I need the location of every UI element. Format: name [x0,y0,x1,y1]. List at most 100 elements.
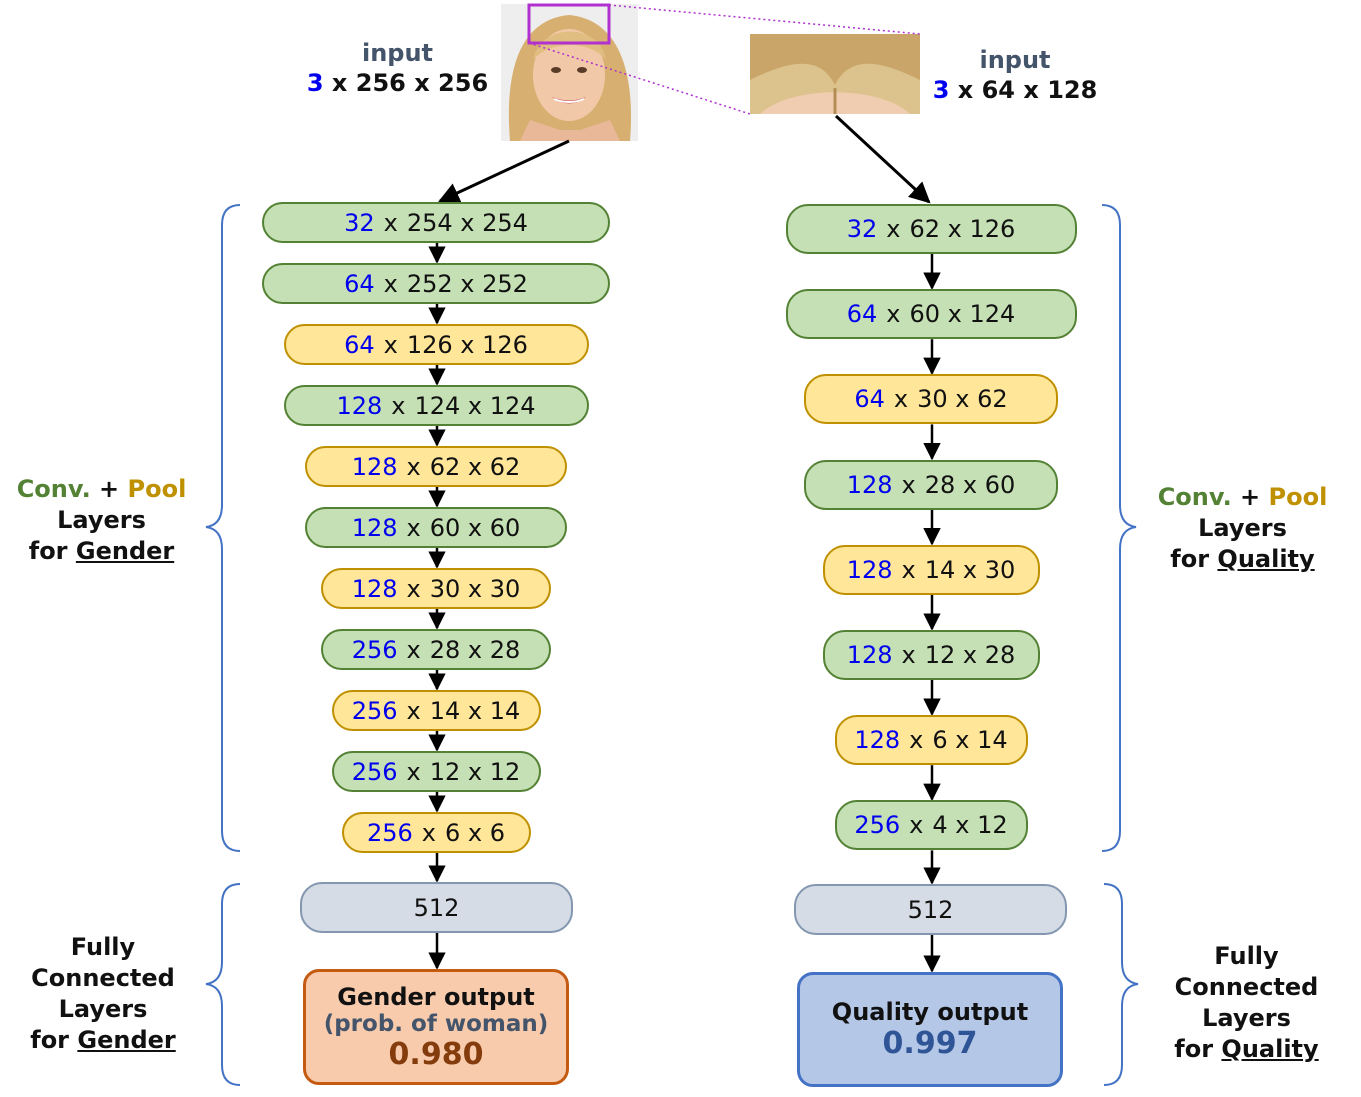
face-photo [501,4,638,141]
gender-output-subtitle: (prob. of woman) [323,1010,549,1037]
gender-layer-spatial: 62 x 62 [429,452,521,481]
quality-layer-spatial: 4 x 12 [932,811,1008,840]
quality-layer-spatial: 30 x 62 [917,385,1008,414]
gender-layer-spatial: 30 x 30 [429,574,521,603]
quality-output-box: Quality output 0.997 [797,972,1063,1087]
gender-layer-spatial: 60 x 60 [429,513,521,542]
quality-layer-spatial: 62 x 126 [909,215,1016,243]
gender-layer-spatial: 28 x 28 [429,635,521,664]
crop-projection-bottom [528,42,751,115]
quality-fc-label: Fully Connected Layers for Quality [1144,941,1349,1065]
gender-fc-brace [205,883,241,1086]
gender-fc-layer: 512 [300,882,573,933]
gender-layer-channels: 256 [351,757,398,786]
quality-pool-layer-3: 64 x 30 x 62 [804,374,1058,425]
gender-layer-times: x [406,635,421,664]
gender-output-box: Gender output (prob. of woman) 0.980 [303,969,569,1085]
gender-conv-label: Conv. + Pool Layers for Gender [0,474,203,567]
quality-layer-channels: 64 [846,300,878,329]
quality-input-x: x [957,76,982,104]
gender-input-word: input [361,39,434,67]
gender-fc-line2: Layers [58,995,148,1023]
quality-layer-channels: 128 [846,641,893,669]
quality-input-arrow [834,114,931,204]
quality-fc-target: Quality [1221,1035,1319,1063]
quality-for-word: for [1170,545,1210,573]
gender-output-value: 0.980 [388,1036,484,1072]
gender-for-word: for [28,537,68,565]
gender-pool-word: Pool [127,475,187,503]
quality-output-value: 0.997 [882,1026,978,1061]
gender-layer-times: x [383,330,398,359]
quality-input-label: input 3 x 64 x 128 [930,45,1100,105]
quality-layer-spatial: 60 x 124 [909,300,1016,329]
quality-layer-times: x [901,641,916,669]
gender-layer-channels: 128 [336,391,383,420]
gender-conv-layer-1: 32 x 254 x 254 [262,202,610,243]
gender-target-word: Gender [75,537,175,565]
gender-layer-times: x [383,208,398,237]
gender-conv-brace [205,204,241,852]
quality-layer-times: x [886,300,901,329]
gender-layer-channels: 128 [351,574,398,603]
quality-layer-channels: 128 [854,726,901,755]
quality-conv-word: Conv. [1157,483,1232,511]
gender-input-arrow [438,139,570,203]
quality-conv-label: Conv. + Pool Layers for Quality [1140,482,1345,575]
gender-layer-times: x [406,757,421,786]
quality-target-word: Quality [1217,545,1315,573]
quality-layer-channels: 64 [854,385,885,414]
quality-layer-spatial: 14 x 30 [924,555,1016,584]
gender-layer-channels: 256 [366,818,413,847]
quality-layer-channels: 32 [846,215,878,243]
quality-fc-line1: Fully Connected [1174,942,1319,1001]
gender-input-channels: 3 [306,69,324,97]
gender-input-x: x [331,69,356,97]
quality-layer-times: x [901,555,916,584]
quality-layer-times: x [909,726,924,755]
gender-fc-label: Fully Connected Layers for Gender [0,932,206,1056]
gender-layer-times: x [391,391,406,420]
quality-fc-layer: 512 [794,884,1067,935]
quality-layer-channels: 256 [854,811,901,840]
crop-projection-top [608,4,921,35]
crop-box [527,3,611,45]
gender-layer-spatial: 124 x 124 [414,391,536,420]
quality-layer-times: x [893,385,909,414]
gender-fc-units: 512 [413,893,460,922]
gender-input-dims: 256 x 256 [355,69,489,97]
quality-layer-times: x [909,811,924,840]
gender-layer-times: x [406,452,421,481]
quality-layer-times: x [886,215,901,243]
quality-plus: + [1240,483,1261,511]
gender-layer-spatial: 254 x 254 [406,208,528,237]
gender-layer-times: x [406,513,421,542]
layer-arrows [428,243,941,973]
gender-layer-times: x [383,269,398,298]
gender-conv-word: Conv. [16,475,91,503]
gender-plus: + [99,475,120,503]
quality-fc-for: for [1174,1035,1214,1063]
gender-layer-spatial: 12 x 12 [429,757,521,786]
quality-layer-spatial: 12 x 28 [924,641,1016,669]
quality-layer-times: x [901,470,916,499]
forehead-crop-photo [750,34,920,114]
gender-layer-spatial: 252 x 252 [406,269,528,298]
gender-pool-layer-5: 128 x 62 x 62 [305,446,567,487]
gender-layer-channels: 32 [344,208,375,237]
quality-conv-layer-1: 32 x 62 x 126 [785,204,1077,254]
quality-layers-word: Layers [1198,514,1287,542]
gender-layer-channels: 256 [351,635,398,664]
gender-layers-word: Layers [57,506,146,534]
gender-layer-spatial: 14 x 14 [429,696,521,725]
gender-layer-channels: 128 [351,452,398,481]
quality-layer-channels: 128 [846,470,893,499]
quality-input-dims: 64 x 128 [981,76,1098,104]
